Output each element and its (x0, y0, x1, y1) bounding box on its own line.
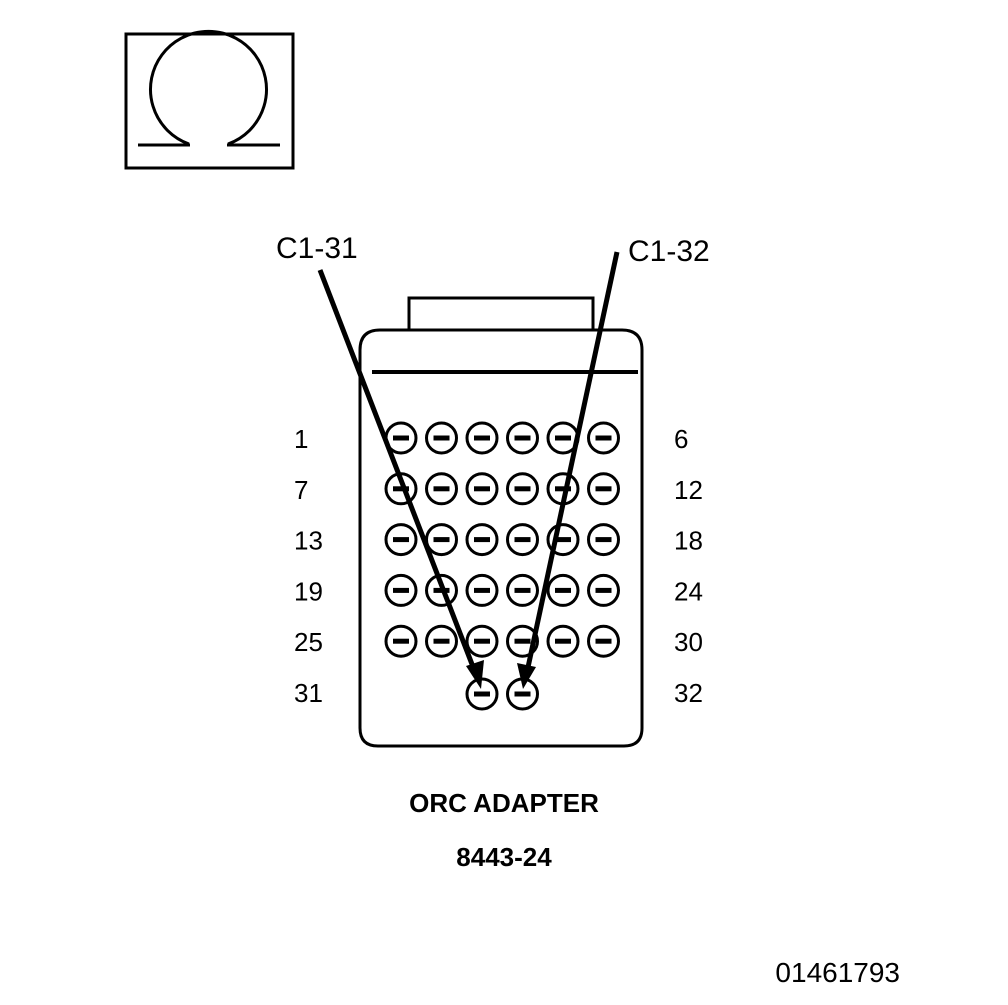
pin-16 (506, 523, 539, 557)
pin-21 (465, 573, 499, 607)
row-label-right: 12 (674, 475, 703, 505)
callout-arrow-c1-31 (317, 269, 478, 673)
row-label-left: 25 (294, 627, 323, 657)
pin-14 (425, 523, 458, 557)
row-label-left: 7 (294, 475, 308, 505)
adapter-title: ORC ADAPTER (409, 788, 599, 818)
pin-3 (465, 421, 499, 455)
row-label-left: 31 (294, 678, 323, 708)
pin-30 (587, 624, 620, 658)
row-label-left: 1 (294, 424, 308, 454)
row-label-left: 13 (294, 526, 323, 556)
pin-27 (465, 624, 499, 658)
row-label-right: 30 (674, 627, 703, 657)
pin-19 (384, 573, 418, 607)
pin-1 (384, 421, 418, 455)
pin-12 (587, 472, 620, 506)
pin-26 (425, 624, 458, 658)
row-label-right: 24 (674, 576, 703, 606)
arrowhead-c1-31 (466, 660, 484, 689)
pin-2 (425, 421, 458, 455)
part-number: 8443-24 (456, 842, 552, 872)
pin-24 (587, 573, 620, 607)
pin-15 (465, 523, 499, 557)
figure-number: 01461793 (775, 957, 900, 988)
pin-18 (587, 523, 620, 557)
pin-9 (465, 472, 499, 506)
row-label-right: 32 (674, 678, 703, 708)
row-label-right: 6 (674, 424, 688, 454)
pin-22 (506, 573, 539, 607)
row-labels: 1 6 7 12 13 18 19 24 25 30 31 32 (294, 424, 703, 708)
callout-arrow-c1-32 (524, 251, 620, 673)
connector-latch (407, 296, 595, 334)
callout-arrows (317, 251, 620, 689)
row-label-right: 18 (674, 526, 703, 556)
ohm-icon (124, 29, 295, 170)
pin-4 (506, 421, 539, 455)
pin-25 (384, 624, 418, 658)
connector-body (358, 296, 644, 748)
pin-6 (587, 421, 620, 455)
pin-31 (465, 677, 499, 711)
callout-label-c1-32: C1-32 (628, 235, 710, 268)
pin-29 (546, 624, 580, 658)
pin-8 (425, 472, 458, 506)
row-label-left: 19 (294, 576, 323, 606)
pin-13 (384, 523, 418, 557)
arrowhead-c1-32 (517, 663, 536, 689)
pin-23 (546, 573, 580, 607)
pin-10 (506, 472, 539, 506)
callout-label-c1-31: C1-31 (276, 232, 358, 265)
